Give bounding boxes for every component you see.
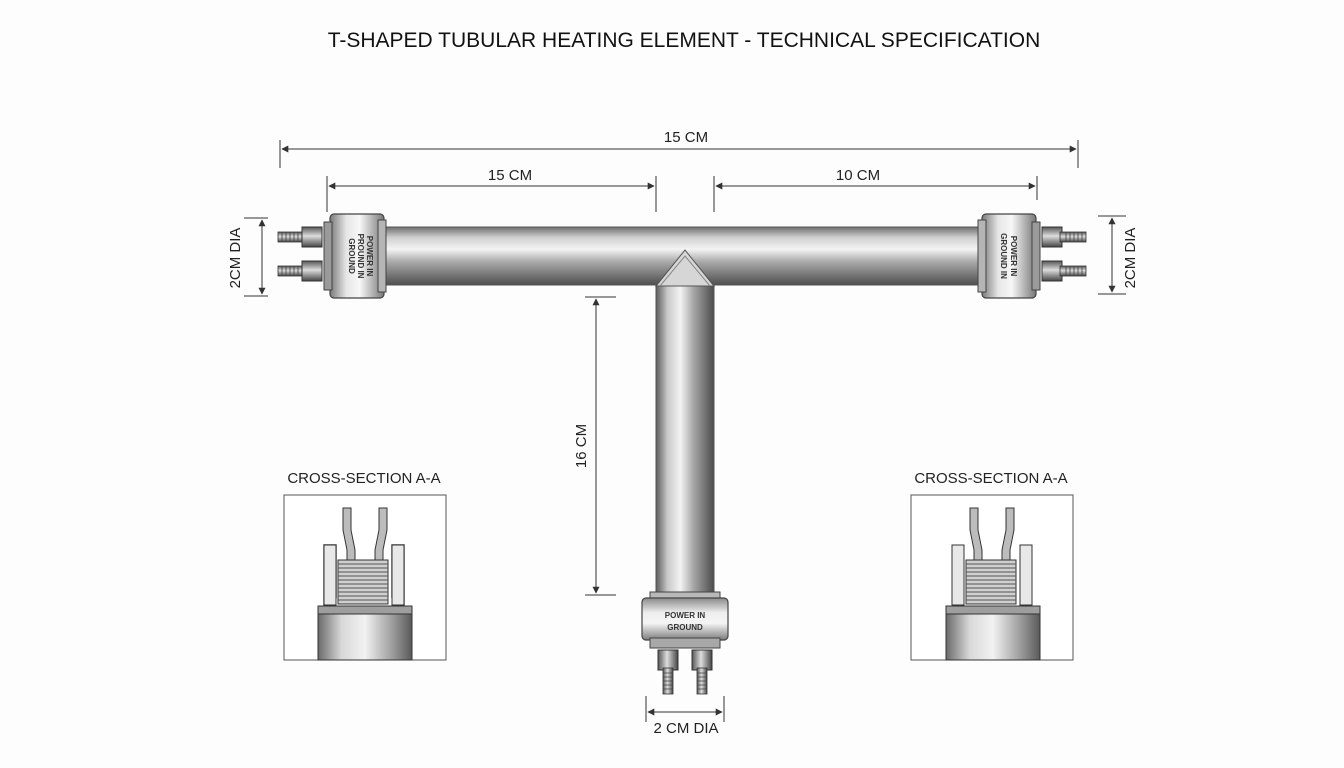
left-terminal-bolts: [277, 226, 323, 282]
bottom-diameter-label: 2 CM DIA: [653, 720, 718, 737]
diagram-title: T-SHAPED TUBULAR HEATING ELEMENT - TECHN…: [328, 29, 1041, 52]
cross-section-right-label: CROSS-SECTION A-A: [914, 470, 1067, 487]
right-terminal-bolts: [1041, 226, 1087, 282]
vertical-leg-label: 16 CM: [573, 424, 590, 468]
left-cap-text-2: PROUND IN: [356, 234, 365, 279]
bottom-cap-text-2: GROUND: [667, 623, 703, 632]
bottom-cap-text-1: POWER IN: [665, 611, 706, 620]
dimension-left-diameter: 2CM DIA: [227, 217, 268, 297]
cross-section-left: CROSS-SECTION A-A: [283, 470, 447, 661]
bottom-terminal-bolts: [657, 649, 713, 695]
cross-section-left-label: CROSS-SECTION A-A: [287, 470, 440, 487]
overall-width-label: 15 CM: [664, 129, 708, 146]
right-terminal-cap: POWER IN GROUND IN: [977, 213, 1041, 299]
dimension-vertical-leg: 16 CM: [573, 296, 616, 596]
dimension-right-diameter: 2CM DIA: [1098, 215, 1139, 295]
left-cap-text-1: POWER IN: [365, 236, 374, 277]
bottom-terminal-cap: POWER IN GROUND: [641, 591, 729, 649]
dimension-overall-width: 15 CM: [279, 129, 1079, 168]
left-arm-label: 15 CM: [488, 167, 532, 184]
right-cap-text-2: GROUND IN: [999, 233, 1008, 279]
dimension-right-arm: 10 CM: [713, 167, 1038, 212]
left-cap-text-3: GROUND: [347, 238, 356, 274]
right-arm-label: 10 CM: [836, 167, 880, 184]
right-diameter-label: 2CM DIA: [1122, 228, 1139, 289]
vertical-tube: [654, 249, 716, 597]
right-cap-text-1: POWER IN: [1009, 236, 1018, 277]
left-diameter-label: 2CM DIA: [227, 228, 244, 289]
dimension-left-arm: 15 CM: [326, 167, 657, 212]
cross-section-right: CROSS-SECTION A-A: [910, 470, 1074, 661]
left-terminal-cap: POWER IN PROUND IN GROUND: [323, 213, 387, 299]
dimension-bottom-diameter: 2 CM DIA: [645, 696, 725, 737]
